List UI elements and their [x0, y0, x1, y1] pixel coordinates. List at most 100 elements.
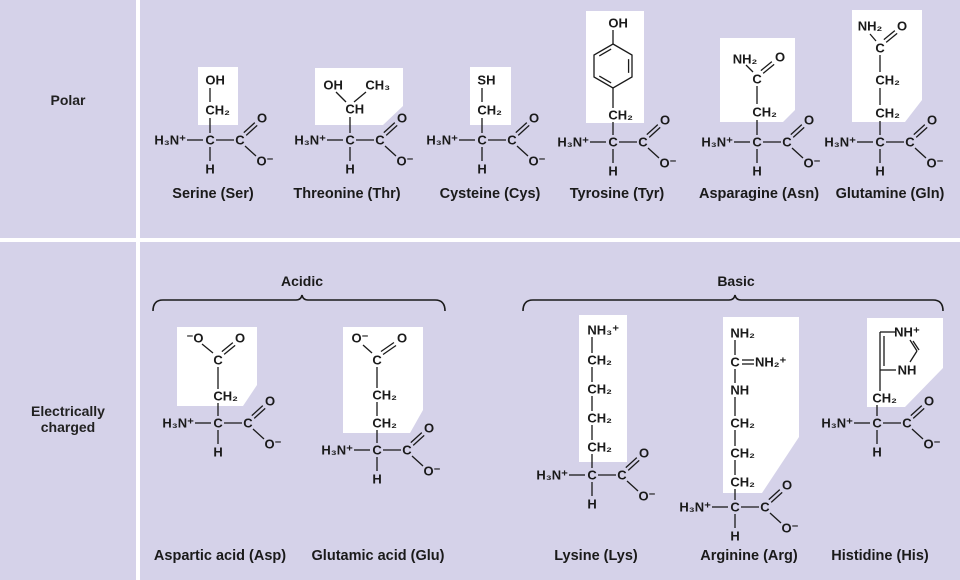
basic-bracket	[522, 294, 944, 312]
bond	[384, 145, 397, 157]
amine-group: H₃N⁺	[824, 135, 856, 150]
side-chain-atom: SH	[477, 73, 495, 88]
amine-group: H₃N⁺	[426, 133, 458, 148]
amine-group: H₃N⁺	[679, 500, 711, 515]
side-chain-atom: CH₂	[875, 73, 900, 88]
carboxylate-oxygen: O⁻	[397, 154, 414, 169]
alpha-hydrogen: H	[752, 164, 761, 179]
carboxyl-carbon: C	[638, 135, 648, 150]
side-chain-atom: NH₂	[733, 52, 758, 67]
carboxyl-carbon: C	[235, 133, 245, 148]
amino-acid-name: Asparagine (Asn)	[699, 186, 819, 202]
amino-acid-name: Glutamine (Gln)	[836, 186, 945, 202]
carboxylate-oxygen: O⁻	[265, 437, 282, 452]
side-chain-atom: NH₂⁺	[755, 355, 787, 370]
double-bond	[913, 124, 926, 136]
ring-double-bond	[912, 340, 920, 351]
side-chain-box	[579, 315, 627, 462]
side-chain-atom: CH₂	[213, 389, 238, 404]
amino-acid-name: Tyrosine (Tyr)	[570, 186, 665, 202]
side-chain-atom: CH₂	[372, 388, 397, 403]
bond	[626, 480, 639, 492]
bond	[201, 343, 214, 354]
double-bond	[760, 61, 773, 72]
bond	[869, 33, 877, 42]
bond	[335, 91, 347, 103]
carboxyl-carbon: C	[617, 468, 627, 483]
side-chain-atom: CH₂	[608, 108, 633, 123]
column-divider	[136, 0, 140, 580]
carbonyl-oxygen: O	[257, 111, 267, 126]
carboxyl-carbon: C	[243, 416, 253, 431]
double-bond	[883, 30, 896, 41]
carboxyl-carbon: C	[375, 133, 385, 148]
bond	[362, 344, 373, 354]
side-chain-atom: NH₂	[858, 19, 883, 34]
double-bond	[245, 124, 258, 136]
side-chain-atom: ⁻O	[187, 331, 204, 346]
side-chain-box	[586, 11, 644, 123]
carbonyl-oxygen: O	[782, 478, 792, 493]
side-chain-atom: CH₂	[587, 411, 612, 426]
alpha-hydrogen: H	[372, 472, 381, 487]
bond	[911, 428, 924, 440]
bond	[244, 145, 257, 157]
double-bond	[515, 122, 528, 134]
amino-acid-name: Arginine (Arg)	[700, 548, 798, 564]
alpha-carbon: C	[213, 416, 223, 431]
side-chain-atom: O⁻	[352, 331, 369, 346]
double-bond	[915, 126, 928, 138]
carbonyl-oxygen: O	[424, 421, 434, 436]
side-chain-box	[343, 327, 423, 433]
alpha-carbon: C	[587, 468, 597, 483]
side-chain-atom: O	[397, 331, 407, 346]
side-chain-atom: CH₂	[587, 440, 612, 455]
double-bond	[792, 126, 805, 138]
side-chain-atom: OH	[608, 16, 628, 31]
double-bond	[912, 407, 925, 419]
amino-acid-name: Histidine (His)	[831, 548, 929, 564]
double-bond	[885, 32, 898, 43]
side-chain-atom: O	[235, 331, 245, 346]
amine-group: H₃N⁺	[701, 135, 733, 150]
carboxylate-oxygen: O⁻	[529, 154, 546, 169]
carboxylate-oxygen: O⁻	[639, 489, 656, 504]
side-chain-atom: O	[775, 50, 785, 65]
double-bond	[625, 457, 638, 469]
side-chain-box	[177, 327, 257, 406]
side-chain-atom: NH	[898, 363, 917, 378]
row-label-polar: Polar	[50, 92, 86, 108]
carboxylate-oxygen: O⁻	[782, 521, 799, 536]
side-chain-atom: NH₃⁺	[587, 323, 619, 338]
amine-group: H₃N⁺	[557, 135, 589, 150]
bond	[791, 147, 804, 159]
side-chain-atom: O	[897, 19, 907, 34]
alpha-carbon: C	[608, 135, 618, 150]
amino-acid-name: Serine (Ser)	[172, 186, 254, 202]
alpha-carbon: C	[345, 133, 355, 148]
double-bond	[627, 459, 640, 471]
double-bond	[648, 126, 661, 138]
carbonyl-oxygen: O	[397, 111, 407, 126]
side-chain-box	[720, 38, 795, 122]
amino-acid-name: Aspartic acid (Asp)	[154, 548, 286, 564]
side-chain-atom: C	[213, 353, 223, 368]
double-bond	[380, 341, 395, 353]
carboxylate-oxygen: O⁻	[924, 437, 941, 452]
alpha-hydrogen: H	[205, 162, 214, 177]
alpha-hydrogen: H	[608, 164, 617, 179]
double-bond	[253, 407, 266, 419]
side-chain-atom: NH⁺	[894, 325, 920, 340]
alpha-carbon: C	[752, 135, 762, 150]
side-chain-atom: CH₂	[587, 382, 612, 397]
amine-group: H₃N⁺	[162, 416, 194, 431]
bond	[909, 339, 918, 352]
side-chain-atom: CH₂	[730, 416, 755, 431]
